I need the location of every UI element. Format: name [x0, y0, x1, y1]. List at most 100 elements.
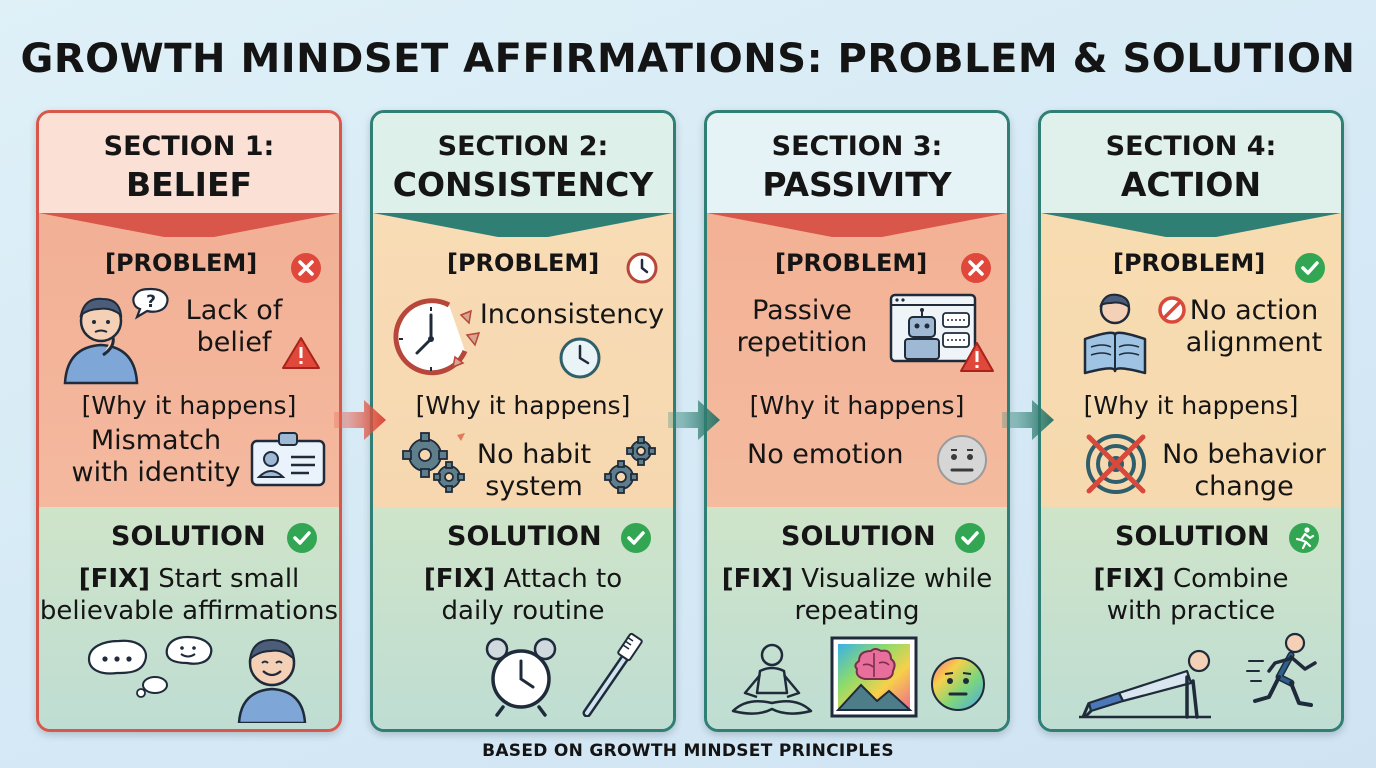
- brain-picture-icon: [830, 636, 918, 718]
- problem-text-line: Inconsistency: [479, 299, 665, 330]
- fix-text-line: believable affirmations: [39, 596, 339, 626]
- problem-text: Inconsistency: [477, 299, 667, 331]
- header-pointer: [1041, 213, 1341, 237]
- running-icon: [1289, 523, 1319, 553]
- solution-area: SOLUTION [FIX] Start small believable af…: [39, 507, 339, 729]
- fix-text-part: Visualize while: [801, 564, 993, 594]
- fix-text: [FIX] Combine with practice: [1041, 563, 1341, 627]
- reading-person-icon: [1083, 293, 1147, 375]
- question-bubble-icon: ?: [132, 287, 169, 320]
- gears-icon: [402, 432, 465, 493]
- footer-note: BASED ON GROWTH MINDSET PRINCIPLES: [482, 741, 894, 761]
- section-number: SECTION 1:: [103, 131, 275, 162]
- section-header: SECTION 2: CONSISTENCY: [373, 113, 673, 213]
- why-text-line: No behavior: [1162, 439, 1326, 470]
- check-circle-icon: [287, 523, 317, 553]
- fix-tag: [FIX]: [78, 564, 150, 594]
- fix-tag: [FIX]: [721, 564, 794, 594]
- fix-text-line: [FIX] Combine: [1041, 563, 1341, 595]
- fix-text-line: [FIX] Attach to: [373, 563, 673, 595]
- x-circle-icon: [961, 253, 991, 283]
- section-card-belief: SECTION 1: BELIEF [PROBLEM] ? Lack of be…: [36, 110, 342, 732]
- page-title: GROWTH MINDSET AFFIRMATIONS: PROBLEM & S…: [20, 36, 1356, 82]
- check-circle-icon: [621, 523, 651, 553]
- section-name: ACTION: [1120, 165, 1262, 204]
- flow-arrow: [334, 400, 386, 440]
- header-pointer: [707, 213, 1007, 237]
- problem-label: [PROBLEM]: [775, 249, 928, 277]
- why-text: Mismatch with identity: [61, 425, 251, 489]
- gears-icon: [604, 436, 656, 494]
- broken-clock-icon: [393, 298, 481, 376]
- header-pointer: [39, 213, 339, 237]
- check-circle-icon: [955, 523, 985, 553]
- thinking-person-icon: [63, 297, 139, 385]
- why-text-line: with identity: [71, 457, 241, 488]
- rainbow-face-icon: [931, 657, 985, 711]
- fix-text-part: Combine: [1172, 564, 1289, 594]
- x-circle-icon: [291, 253, 321, 283]
- runner-icon: [1246, 632, 1317, 707]
- svg-text:?: ?: [146, 292, 156, 312]
- problem-text-line: alignment: [1185, 327, 1323, 358]
- problem-text-line: belief: [196, 327, 272, 358]
- section-header: SECTION 3: PASSIVITY: [707, 113, 1007, 213]
- clock-icon: [626, 252, 658, 284]
- solution-area: SOLUTION [FIX] Attach to daily routine: [373, 507, 673, 729]
- fix-text: [FIX] Start small believable affirmation…: [39, 563, 339, 627]
- solution-area: SOLUTION [FIX] Combine with practice: [1041, 507, 1341, 729]
- why-text-line: No habit: [476, 439, 592, 470]
- flow-arrow: [1002, 400, 1054, 440]
- problem-text: Passive repetition: [727, 295, 877, 359]
- fix-text-part: Attach to: [503, 564, 623, 594]
- section-name: CONSISTENCY: [392, 165, 654, 204]
- problem-label: [PROBLEM]: [105, 249, 258, 277]
- section-header: SECTION 4: ACTION: [1041, 113, 1341, 213]
- clock-icon: [559, 337, 601, 379]
- alarm-clock-icon: [485, 637, 557, 717]
- section-name: BELIEF: [125, 165, 253, 204]
- solution-label: SOLUTION: [447, 521, 602, 552]
- problem-text: No action alignment: [1179, 295, 1329, 359]
- fix-tag: [FIX]: [423, 564, 496, 594]
- robot-screen-icon: [889, 293, 994, 372]
- section-card-action: SECTION 4: ACTION [PROBLEM] No action al…: [1038, 110, 1344, 732]
- why-label: [Why it happens]: [81, 391, 297, 420]
- smiling-person-icon: [237, 638, 307, 723]
- problem-text-line: Lack of: [185, 295, 283, 326]
- section-name: PASSIVITY: [762, 165, 952, 204]
- fix-text-line: daily routine: [441, 596, 605, 626]
- fix-text-line: [FIX] Start small: [39, 563, 339, 595]
- why-text: No behavior change: [1159, 439, 1329, 503]
- crossed-target-icon: [1086, 434, 1146, 494]
- why-text: No emotion: [747, 439, 947, 471]
- section-card-consistency: SECTION 2: CONSISTENCY [PROBLEM] Inconsi…: [370, 110, 676, 732]
- fix-text: [FIX] Visualize while repeating: [707, 563, 1007, 627]
- meditation-icon: [731, 643, 813, 715]
- problem-area: [PROBLEM] ? Lack of belief [Why it happe…: [39, 213, 339, 507]
- fix-text: [FIX] Attach to daily routine: [373, 563, 673, 627]
- no-sign-icon: [1158, 296, 1186, 324]
- why-text: No habit system: [469, 439, 599, 503]
- plank-icon: [1079, 649, 1211, 719]
- solution-area: SOLUTION [FIX] Visualize while repeating: [707, 507, 1007, 729]
- why-text-line: No emotion: [747, 439, 904, 470]
- fix-text-part: Start small: [158, 564, 300, 594]
- problem-label: [PROBLEM]: [1113, 249, 1266, 277]
- why-label: [Why it happens]: [749, 391, 965, 420]
- problem-text-line: Passive: [752, 295, 852, 326]
- why-text-line: system: [485, 471, 583, 502]
- fix-text-line: repeating: [794, 596, 920, 626]
- problem-text: Lack of belief: [179, 295, 289, 359]
- solution-label: SOLUTION: [1115, 521, 1270, 552]
- why-text-line: change: [1194, 471, 1294, 502]
- problem-text-line: repetition: [736, 327, 868, 358]
- why-text-line: Mismatch: [90, 425, 222, 456]
- section-card-passivity: SECTION 3: PASSIVITY [PROBLEM] Passive r…: [704, 110, 1010, 732]
- problem-area: [PROBLEM] Inconsistency [Why it happens]: [373, 213, 673, 507]
- why-label: [Why it happens]: [1083, 391, 1299, 420]
- id-card-icon: [250, 432, 326, 487]
- fix-tag: [FIX]: [1093, 564, 1165, 594]
- problem-area: [PROBLEM] No action alignment [Why it ha…: [1041, 213, 1341, 507]
- section-header: SECTION 1: BELIEF: [39, 113, 339, 213]
